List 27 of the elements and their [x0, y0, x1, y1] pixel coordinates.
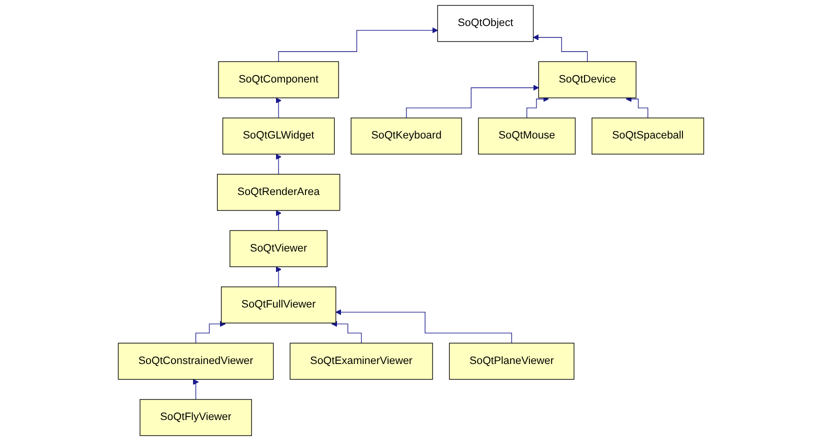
node-box: SoQtSpaceball [592, 118, 704, 154]
arrow [331, 320, 362, 344]
arrow [276, 210, 282, 231]
node-box: SoQtFlyViewer [140, 399, 252, 436]
arrow [532, 34, 588, 62]
node-box: SoQtViewer [230, 230, 328, 268]
node-box: SoQtRenderArea [217, 174, 340, 211]
arrow [526, 96, 549, 118]
arrow [336, 309, 512, 344]
node-box: SoQtGLWidget [222, 118, 335, 154]
arrow [192, 379, 199, 400]
node-box: SoQtObject [437, 5, 534, 42]
node-box: SoQtFullViewer [220, 286, 336, 324]
node-box: SoQtConstrainedViewer [118, 342, 274, 380]
arrow [276, 266, 282, 288]
arrow [276, 98, 282, 118]
node-box: SoQtComponent [218, 61, 339, 98]
node-box: SoQtExaminerViewer [290, 342, 433, 380]
node-box: SoQtKeyboard [350, 118, 462, 154]
node-box: SoQtMouse [478, 118, 576, 154]
node-box: SoQtPlaneViewer [449, 342, 574, 380]
arrow [195, 320, 226, 344]
arrow [276, 154, 282, 175]
arrow [406, 84, 539, 118]
arrow [626, 96, 648, 118]
arrow [278, 27, 438, 62]
node-box: SoQtDevice [538, 61, 636, 98]
